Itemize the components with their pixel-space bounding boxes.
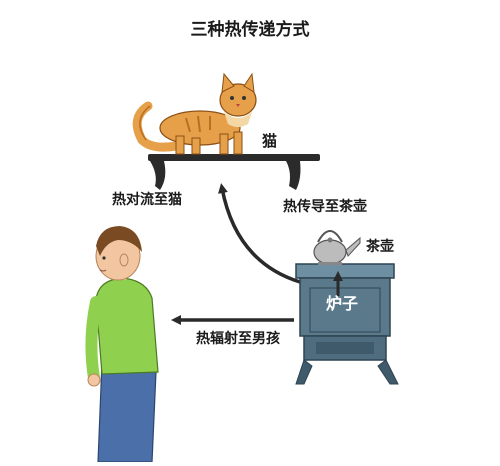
stove-label: 炉子 — [326, 294, 359, 313]
shelf — [148, 154, 320, 190]
cat-illustration — [132, 72, 257, 155]
page-title: 三种热传递方式 — [190, 20, 310, 40]
conduction-label: 热传导至茶壶 — [283, 199, 367, 215]
cat-label: 猫 — [262, 132, 278, 150]
convection-label: 热对流至猫 — [112, 192, 182, 208]
shelf-bracket-right — [286, 161, 301, 190]
kettle-illustration — [313, 230, 361, 265]
boy-illustration — [85, 226, 159, 463]
shelf-bracket-left — [150, 161, 166, 190]
arrow-convection — [218, 183, 301, 284]
radiation-label: 热辐射至男孩 — [196, 331, 280, 347]
kettle-label: 茶壶 — [366, 239, 394, 255]
stove-illustration — [295, 263, 399, 385]
